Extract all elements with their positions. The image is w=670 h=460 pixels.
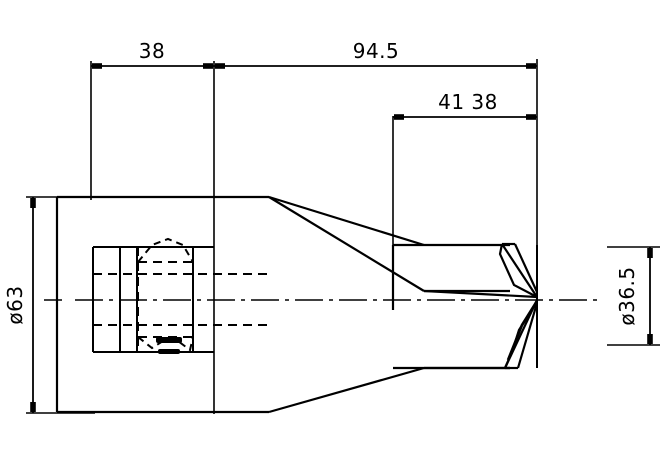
cutting-edge-detail	[423, 242, 539, 370]
dimension-41-38: 41 38	[393, 90, 537, 120]
tip-top-relief-line	[423, 289, 538, 299]
groove-blob-upper	[156, 337, 182, 343]
dimension-diameter-36-5-label: ø36.5	[615, 266, 639, 325]
dimension-diameter-36-5: ø36.5	[607, 246, 660, 346]
groove-solid-detail	[156, 337, 182, 354]
hidden-chamfer-top	[137, 237, 194, 263]
insert-lower-body	[503, 301, 538, 369]
dimension-94-5-label: 94.5	[353, 39, 400, 63]
part-outline	[55, 195, 510, 414]
dimension-diameter-63-label: ø63	[3, 285, 27, 324]
dimension-38-label: 38	[139, 39, 165, 63]
cone-top-edge-secondary	[268, 195, 425, 247]
dimension-diameter-63: ø63	[3, 196, 95, 414]
dimension-38: 38	[91, 39, 214, 69]
cone-bottom-edge	[268, 366, 425, 414]
dimension-41-38-label: 41 38	[438, 90, 498, 114]
dimension-94-5: 94.5	[214, 39, 537, 69]
cone-top-edge	[268, 196, 425, 292]
hidden-chamfer-top-arc	[137, 237, 194, 263]
insert-upper-front-flank	[501, 243, 538, 298]
insert-upper-body	[498, 243, 538, 298]
insert-lower-rear-flank	[516, 302, 539, 369]
insert-upper-rear-flank	[514, 243, 538, 293]
groove-blob-lower	[158, 349, 180, 354]
